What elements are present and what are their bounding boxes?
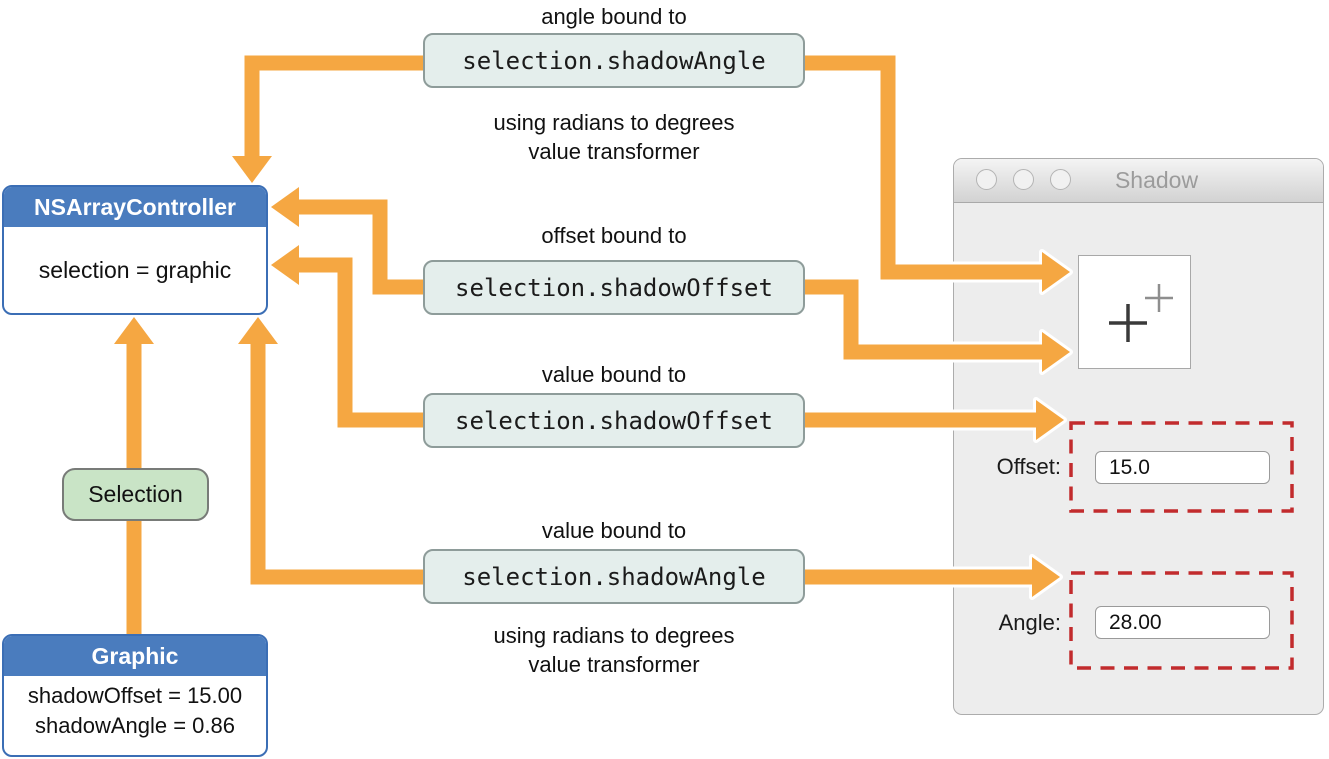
arrow-value-angle-binding-to-controller [235, 314, 423, 588]
zoom-button[interactable] [1050, 169, 1071, 190]
shadow-position-crosshair-icon[interactable] [1109, 304, 1147, 342]
nsarraycontroller-node: NSArrayController selection = graphic [2, 185, 268, 315]
caption-angle-bound-to: angle bound to [541, 4, 687, 29]
arrow-angle-binding-to-controller [229, 52, 423, 186]
offset-label: Offset: [996, 454, 1061, 479]
graphic-node: Graphic shadowOffset = 15.00 shadowAngle… [2, 634, 268, 757]
graphic-shadow-angle-line: shadowAngle = 0.86 [35, 713, 235, 738]
binding-key-offset: selection.shadowOffset [423, 260, 805, 315]
nsarraycontroller-body: selection = graphic [38, 256, 232, 283]
binding-key-text: selection.shadowOffset [455, 273, 773, 302]
caption-value-bound-to-angle: value bound to [541, 518, 687, 543]
note-line: value transformer [528, 139, 700, 164]
binding-key-text: selection.shadowAngle [462, 562, 766, 591]
graphic-title: Graphic [4, 636, 266, 676]
caption-radians-transformer-top: using radians to degrees value transform… [423, 108, 805, 166]
caption-value-bound-to-offset: value bound to [541, 362, 687, 387]
window-title: Shadow [1114, 167, 1199, 193]
binding-key-value-offset: selection.shadowOffset [423, 393, 805, 448]
graphic-shadow-offset-line: shadowOffset = 15.00 [27, 683, 243, 708]
note-line: using radians to degrees [493, 110, 735, 135]
binding-key-text: selection.shadowOffset [455, 406, 773, 435]
shadow-origin-crosshair-icon [1145, 284, 1173, 312]
shadow-inspector-window: Shadow Offset: Angle: [953, 158, 1324, 715]
angle-label: Angle: [998, 610, 1061, 635]
shadow-direction-well[interactable] [1078, 255, 1191, 369]
caption-radians-transformer-bottom: using radians to degrees value transform… [423, 621, 805, 679]
offset-input[interactable] [1095, 451, 1270, 484]
nsarraycontroller-title: NSArrayController [4, 187, 266, 227]
caption-offset-bound-to: offset bound to [541, 223, 687, 248]
binding-key-angle: selection.shadowAngle [423, 33, 805, 88]
selection-label: Selection [88, 481, 183, 507]
note-line: value transformer [528, 652, 700, 677]
arrow-value-offset-binding-to-controller [268, 242, 423, 431]
shadow-well-canvas [1109, 284, 1173, 342]
arrow-offset-binding-to-controller [268, 184, 423, 298]
binding-key-text: selection.shadowAngle [462, 46, 766, 75]
binding-key-value-angle: selection.shadowAngle [423, 549, 805, 604]
angle-input[interactable] [1095, 606, 1270, 639]
selection-relationship-node: Selection [62, 468, 209, 521]
window-titlebar[interactable]: Shadow [954, 159, 1323, 203]
note-line: using radians to degrees [493, 623, 735, 648]
